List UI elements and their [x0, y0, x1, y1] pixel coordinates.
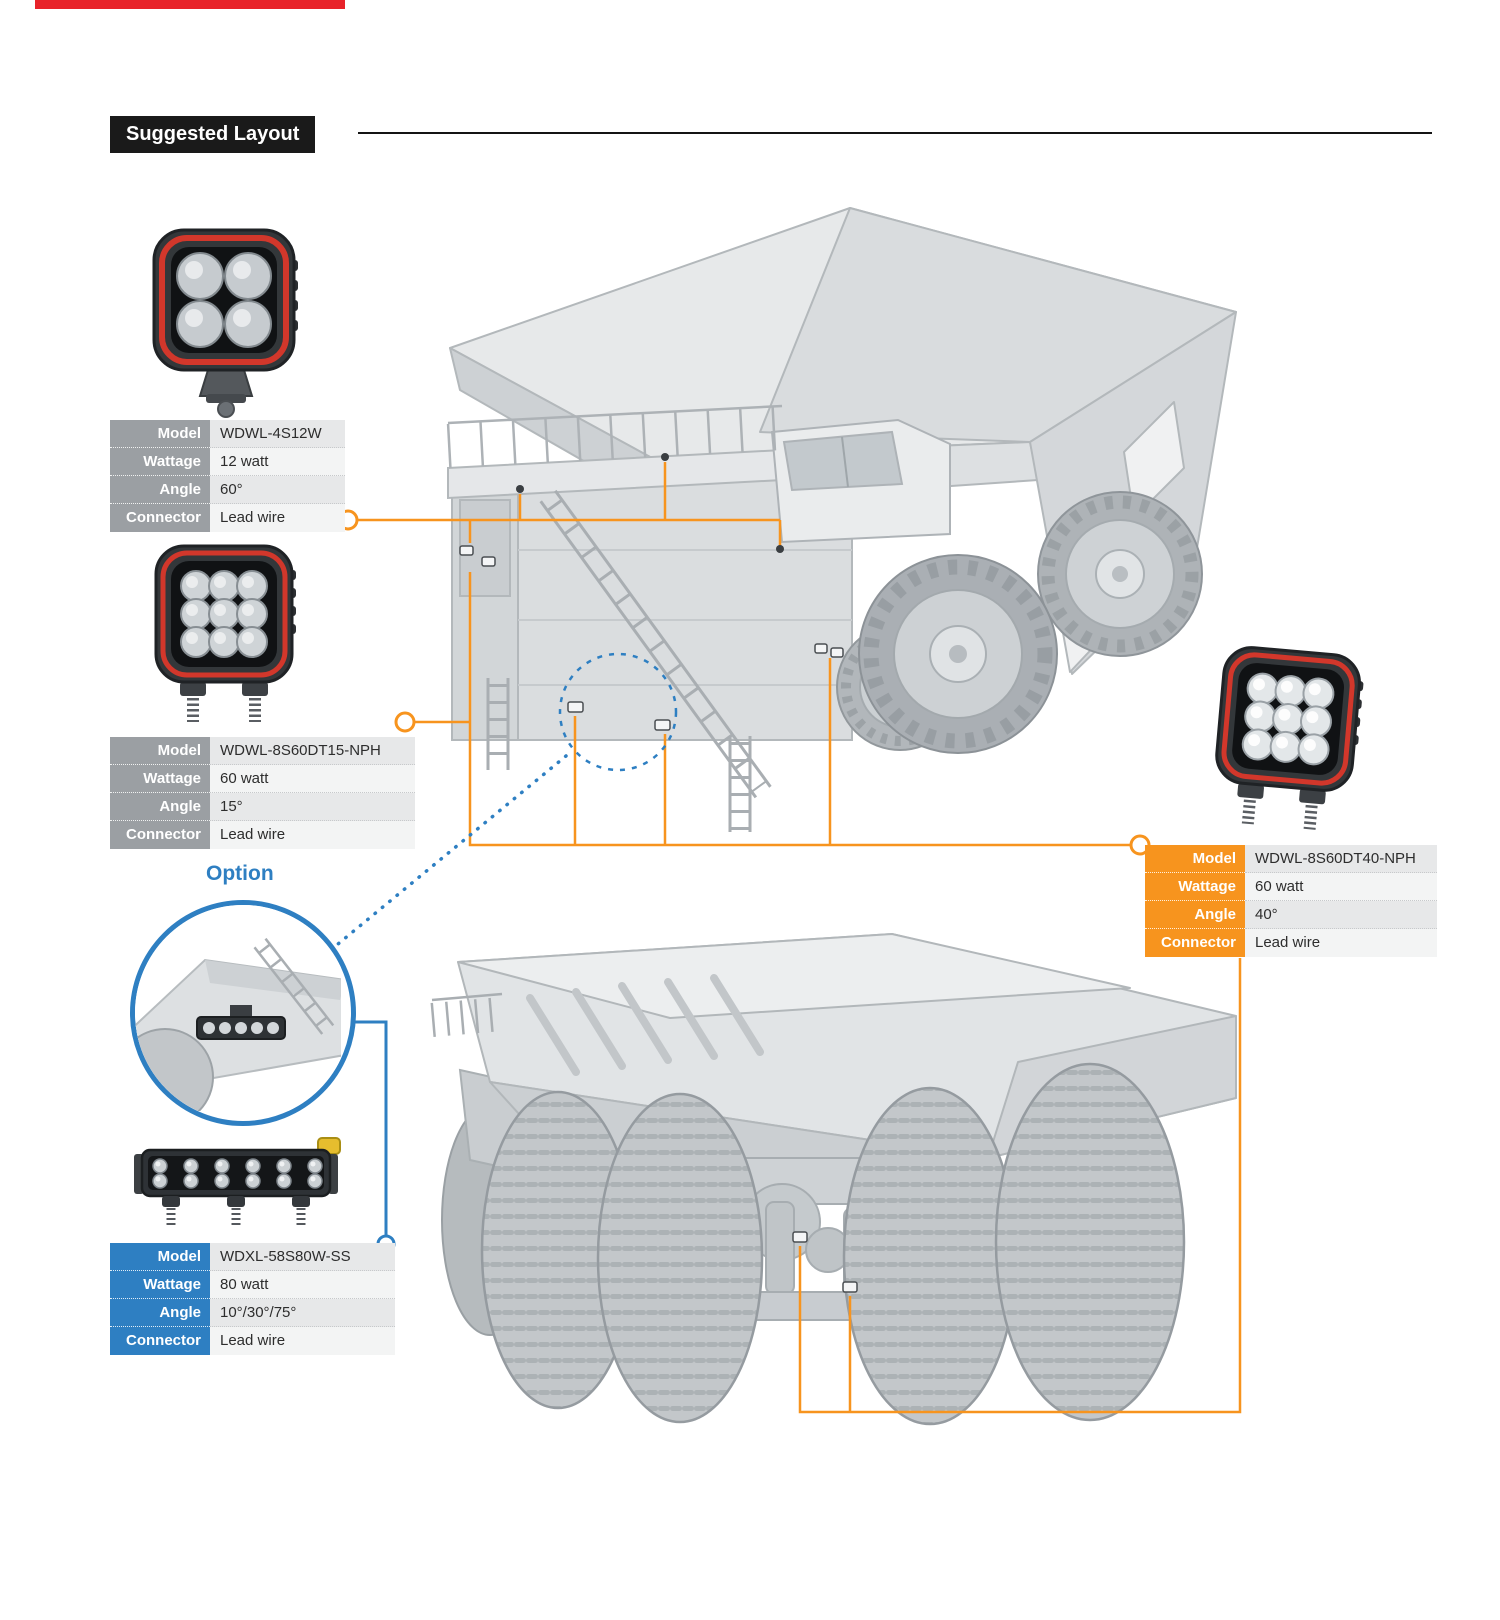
- dump-truck-front-view-illustration: [446, 207, 1237, 832]
- spec-label: Wattage: [110, 448, 210, 476]
- spec-value: WDWL-8S60DT40-NPH: [1245, 845, 1437, 873]
- dump-truck-rear-view-illustration: [430, 933, 1237, 1426]
- spec-label: Connector: [110, 504, 210, 532]
- spec-value: 10°/30°/75°: [210, 1299, 395, 1327]
- spec-table-wdwl-8s60dt40-nph: Model WDWL-8S60DT40-NPH Wattage 60 watt …: [1145, 845, 1437, 957]
- callout-node-table2: [394, 711, 416, 733]
- spec-value: Lead wire: [210, 504, 345, 532]
- spec-label: Connector: [110, 1327, 210, 1355]
- option-zoom-circle: [130, 900, 356, 1126]
- spec-label: Connector: [110, 821, 210, 849]
- spec-value: WDWL-8S60DT15-NPH: [210, 737, 415, 765]
- spec-value: 60 watt: [210, 765, 415, 793]
- option-label: Option: [206, 862, 274, 885]
- spec-value: 12 watt: [210, 448, 345, 476]
- spec-table-wdwl-8s60dt15-nph: Model WDWL-8S60DT15-NPH Wattage 60 watt …: [110, 737, 415, 849]
- spec-label: Angle: [1145, 901, 1245, 929]
- spec-value: 60 watt: [1245, 873, 1437, 901]
- product-image-wdwl-8s60dt15-nph: [154, 544, 296, 722]
- spec-value: 40°: [1245, 901, 1437, 929]
- spec-value: 80 watt: [210, 1271, 395, 1299]
- spec-label: Connector: [1145, 929, 1245, 957]
- spec-label: Angle: [110, 793, 210, 821]
- product-image-wdwl-8s60dt40-nph: [1215, 646, 1364, 830]
- product-image-wdwl-4s12w: [152, 228, 298, 418]
- section-title: Suggested Layout: [110, 116, 316, 153]
- spec-value: Lead wire: [1245, 929, 1437, 957]
- spec-value: 60°: [210, 476, 345, 504]
- spec-label: Model: [110, 1243, 210, 1271]
- spec-table-wdxl-58s80w-ss: Model WDXL-58S80W-SS Wattage 80 watt Ang…: [110, 1243, 395, 1355]
- spec-label: Angle: [110, 1299, 210, 1327]
- spec-label: Angle: [110, 476, 210, 504]
- spec-table-wdwl-4s12w: Model WDWL-4S12W Wattage 12 watt Angle 6…: [110, 420, 345, 532]
- spec-value: Lead wire: [210, 821, 415, 849]
- spec-label: Model: [110, 737, 210, 765]
- spec-value: WDXL-58S80W-SS: [210, 1243, 395, 1271]
- zoom-detail-illustration: [135, 905, 346, 1121]
- spec-label: Model: [1145, 845, 1245, 873]
- truck1-near-wheel: [858, 554, 1058, 754]
- truck1-far-wheel: [1037, 491, 1203, 657]
- header-rule: [358, 132, 1432, 134]
- spec-value: 15°: [210, 793, 415, 821]
- spec-label: Wattage: [1145, 873, 1245, 901]
- spec-label: Model: [110, 420, 210, 448]
- spec-value: WDWL-4S12W: [210, 420, 345, 448]
- product-image-wdxl-58s80w-ss: [134, 1137, 341, 1226]
- spec-label: Wattage: [110, 1271, 210, 1299]
- spec-label: Wattage: [110, 765, 210, 793]
- spec-value: Lead wire: [210, 1327, 395, 1355]
- top-accent-bar: [35, 0, 345, 9]
